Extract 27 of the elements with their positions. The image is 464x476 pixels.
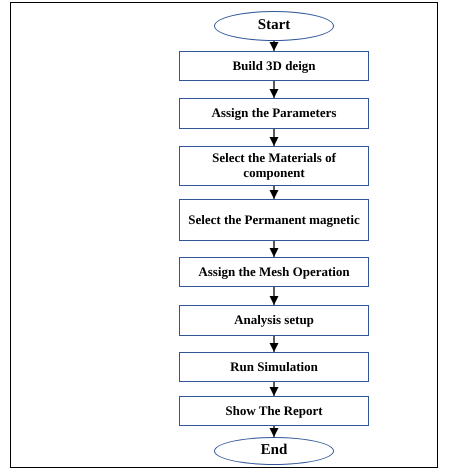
node-label: Select the Permanent magnetic	[188, 212, 360, 228]
process-box	[179, 51, 369, 81]
process-box	[179, 98, 369, 129]
arrow	[269, 186, 279, 199]
node-label: End	[260, 442, 288, 460]
arrow	[269, 41, 279, 51]
node-label: Assign the Parameters	[212, 106, 336, 121]
process-box	[179, 352, 369, 382]
node-label: Assign the Mesh Operation	[198, 264, 350, 280]
node-label: Run Simulation	[230, 360, 318, 374]
node-label: Build 3D deign	[232, 58, 316, 74]
process-box	[179, 305, 369, 336]
arrow	[269, 382, 279, 396]
process-box	[179, 146, 369, 186]
arrow	[269, 129, 279, 146]
arrow	[269, 241, 279, 257]
node-label: Analysis setup	[234, 313, 314, 328]
node-label: Start	[258, 17, 290, 35]
process-box	[179, 257, 369, 287]
arrow	[269, 287, 279, 305]
node-label: Select the Materials of component	[211, 151, 338, 181]
arrow	[269, 336, 279, 352]
arrow	[269, 426, 279, 437]
process-box	[179, 199, 369, 241]
node-label: Show The Report	[225, 404, 323, 418]
process-box	[179, 396, 369, 426]
arrow	[269, 81, 279, 98]
